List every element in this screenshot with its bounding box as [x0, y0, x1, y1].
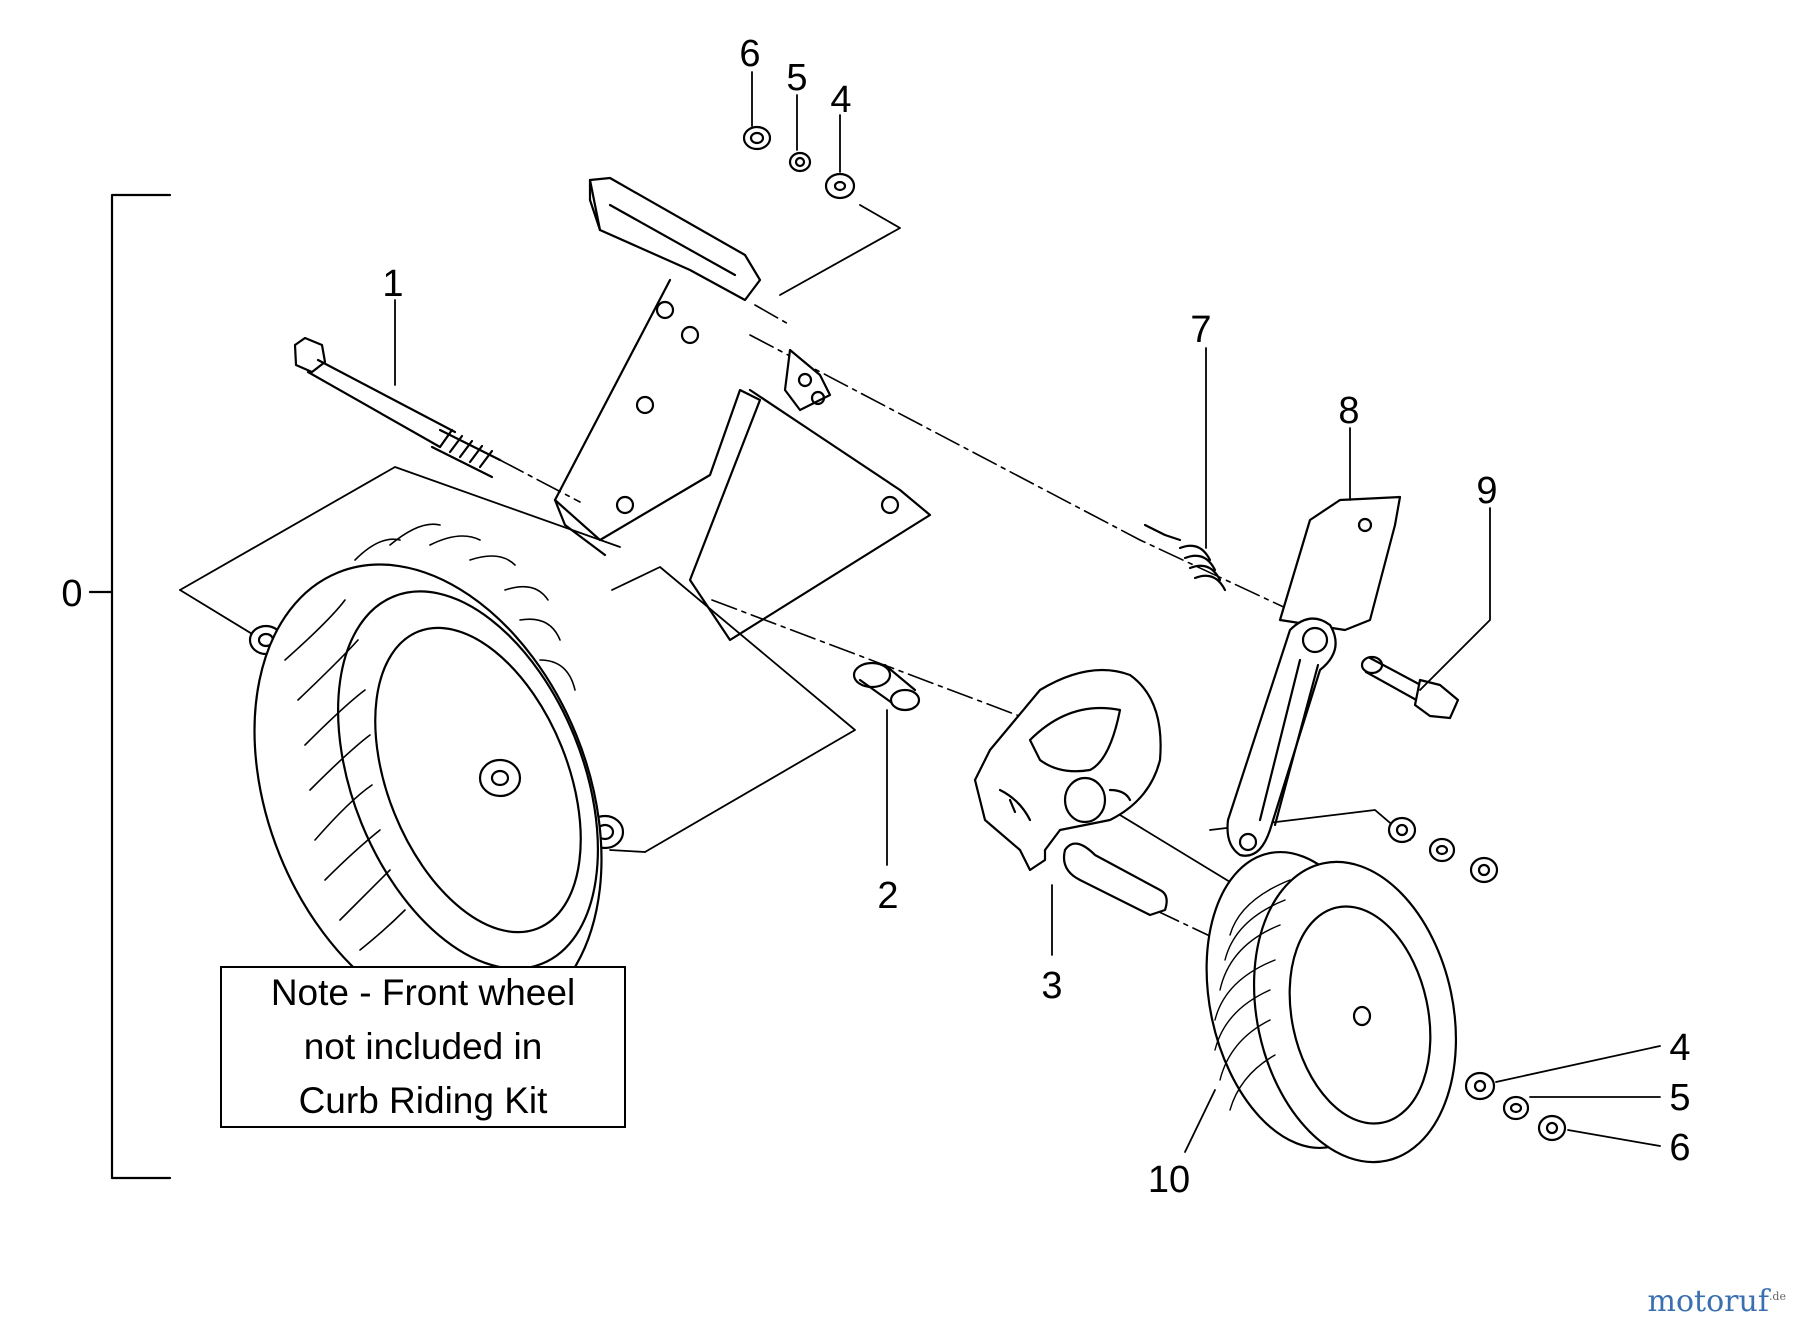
- callout-6-lower: 6: [1669, 1127, 1690, 1169]
- mounting-bracket-part: [553, 176, 932, 642]
- watermark-logo: motoruf.de: [1647, 1284, 1786, 1319]
- hardware-middle: [1387, 816, 1499, 884]
- callout-5-lower: 5: [1669, 1077, 1690, 1119]
- guide-left-wheel-bottom: [179, 589, 263, 641]
- centerline-bolt: [499, 459, 581, 503]
- callout-3: 3: [1041, 965, 1062, 1007]
- adjustment-arm-part: [1226, 495, 1402, 857]
- spring-part: [1143, 523, 1227, 592]
- guide-lower-spacer: [609, 849, 646, 853]
- callout-10: 10: [1148, 1159, 1190, 1201]
- hardware-top: [742, 125, 856, 200]
- callout-8: 8: [1338, 390, 1359, 432]
- bolt-part: [293, 336, 502, 479]
- guide-left-wheel-top: [179, 466, 621, 591]
- callout-5-top: 5: [786, 57, 807, 99]
- pivot-plate-part: [973, 668, 1168, 917]
- centerline-top: [754, 304, 791, 326]
- spacer-part: [852, 661, 921, 712]
- callout-2: 2: [877, 875, 898, 917]
- hardware-lower: [1464, 1071, 1567, 1142]
- note-box: Note - Front wheel not included in Curb …: [220, 966, 626, 1128]
- callout-6-top: 6: [739, 33, 760, 75]
- curb-wheel-part: [1205, 850, 1458, 1164]
- note-line-2: not included in: [303, 1026, 543, 1067]
- centerline-spacer: [711, 599, 1031, 721]
- leader-4-lower: [1495, 1045, 1661, 1083]
- callout-7: 7: [1190, 309, 1211, 351]
- assembly-bracket: [88, 193, 172, 1180]
- guide-hardware-top: [779, 204, 901, 296]
- note-line-1: Note - Front wheel: [270, 972, 576, 1013]
- leader-6-lower: [1567, 1129, 1661, 1147]
- leader-10: [1184, 1089, 1216, 1153]
- callout-1: 1: [382, 263, 403, 305]
- callout-0: 0: [61, 573, 82, 615]
- callout-4-top: 4: [830, 79, 851, 121]
- callout-4-lower: 4: [1669, 1027, 1690, 1069]
- shoulder-bolt-part: [1360, 655, 1460, 720]
- guide-pivot: [1119, 814, 1236, 886]
- note-line-3: Curb Riding Kit: [298, 1080, 548, 1121]
- callout-9: 9: [1476, 470, 1497, 512]
- leader-9: [1419, 507, 1491, 691]
- centerline-axle: [749, 334, 1291, 611]
- guide-spacer: [611, 566, 856, 853]
